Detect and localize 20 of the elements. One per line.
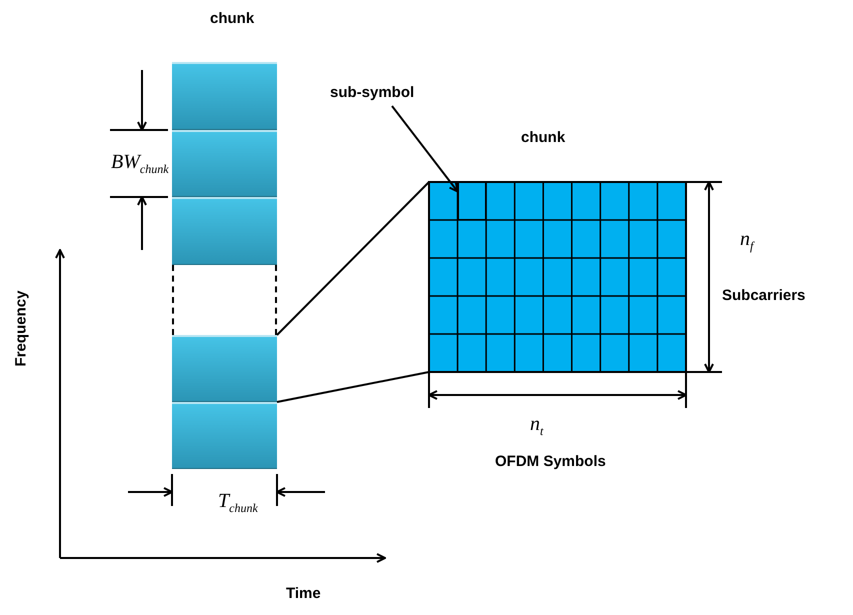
sub-symbol-cell bbox=[458, 182, 486, 220]
zoom-line bbox=[276, 371, 430, 403]
callout-label: sub-symbol bbox=[330, 84, 440, 106]
chunk-block bbox=[172, 62, 277, 130]
dimension-label: BW$_{chunk}$ bbox=[111, 151, 169, 177]
leader-line bbox=[391, 105, 459, 192]
chunk-block bbox=[172, 197, 277, 265]
axis-label: Frequency bbox=[12, 290, 30, 368]
dimension-label: T$_{chunk}$ bbox=[218, 490, 258, 516]
dimension-label: n$_{t}$ bbox=[530, 413, 544, 439]
zoom-line bbox=[276, 181, 430, 336]
chunk-block bbox=[172, 402, 277, 469]
dimension-label: OFDM Symbols bbox=[495, 453, 606, 470]
dimension-label: Subcarriers bbox=[722, 287, 806, 304]
grid-title: chunk bbox=[521, 129, 566, 146]
chunk-block bbox=[172, 335, 277, 402]
dimension-label: n$_{f}$ bbox=[740, 228, 754, 254]
chunk-block bbox=[172, 130, 277, 197]
axis-label: Time bbox=[286, 585, 321, 602]
column-title: chunk bbox=[210, 10, 254, 27]
